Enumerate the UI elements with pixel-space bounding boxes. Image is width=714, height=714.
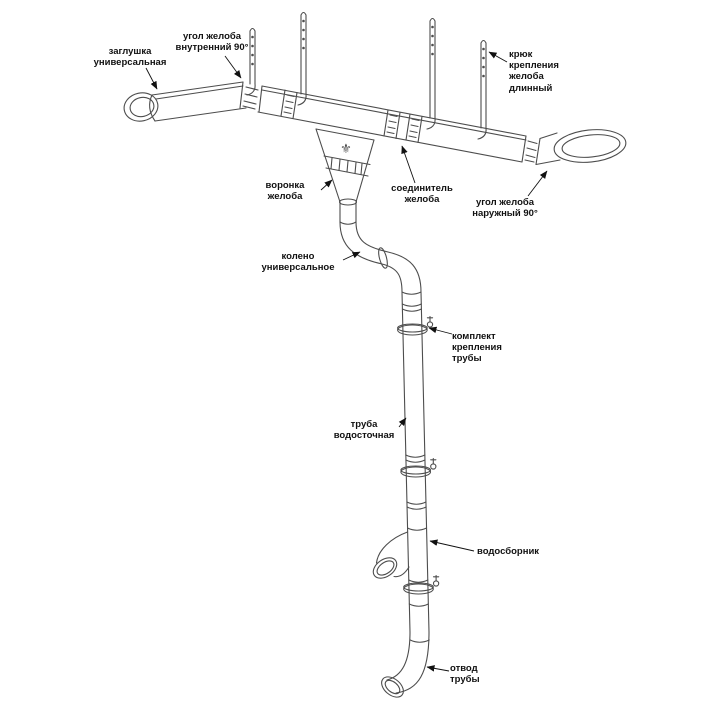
label-downpipe: труба водосточная [333, 419, 395, 442]
callout-arrow [145, 67, 158, 90]
gutter-main-run [257, 85, 527, 163]
gutter-hook [426, 17, 436, 130]
downpipe [401, 291, 430, 633]
universal-elbow [339, 221, 422, 293]
callout-arrow [342, 251, 361, 261]
label-outlet: отвод трубы [450, 663, 480, 686]
label-collector: водосборник [477, 546, 540, 557]
gutter-hook [477, 39, 487, 140]
pipe-clamp [403, 574, 440, 595]
callout-arrow [401, 145, 416, 184]
label-elbow: колено универсальное [261, 251, 335, 274]
gutter-hook [297, 11, 307, 106]
brand-emblem-icon: ⚜ [340, 141, 352, 156]
label-connector: соединитель желоба [391, 183, 453, 206]
gutter-connector-band [280, 89, 423, 144]
label-long-hook: крюк крепления желоба длинный [509, 49, 559, 94]
callout-arrows [145, 51, 548, 672]
callout-arrow [224, 55, 242, 79]
label-inner-corner: угол желоба внутренний 90° [175, 31, 249, 54]
label-funnel: воронка желоба [265, 180, 305, 203]
gutter-hook [246, 27, 256, 96]
label-outer-corner: угол желоба наружный 90° [472, 197, 538, 220]
callout-arrow [429, 539, 475, 552]
callout-arrow [398, 417, 407, 428]
callout-arrow [488, 51, 508, 63]
gutter-drawing-group: ⚜ [123, 11, 627, 698]
callout-arrow [320, 179, 333, 191]
callout-arrow [527, 170, 548, 197]
water-collector [372, 531, 410, 579]
gutter-funnel: ⚜ [315, 128, 375, 223]
callout-arrow [426, 665, 450, 672]
gutter-end-cap [123, 92, 159, 122]
gutter-inner-corner [239, 81, 263, 113]
pipe-clamp [400, 457, 437, 478]
gutter-outer-corner [521, 129, 627, 166]
label-end-cap: заглушка универсальная [93, 46, 167, 69]
gutter-left-run [149, 81, 247, 122]
pipe-outlet [381, 631, 430, 698]
label-clamp-kit: комплект крепления трубы [452, 331, 502, 365]
callout-arrow [428, 326, 453, 335]
